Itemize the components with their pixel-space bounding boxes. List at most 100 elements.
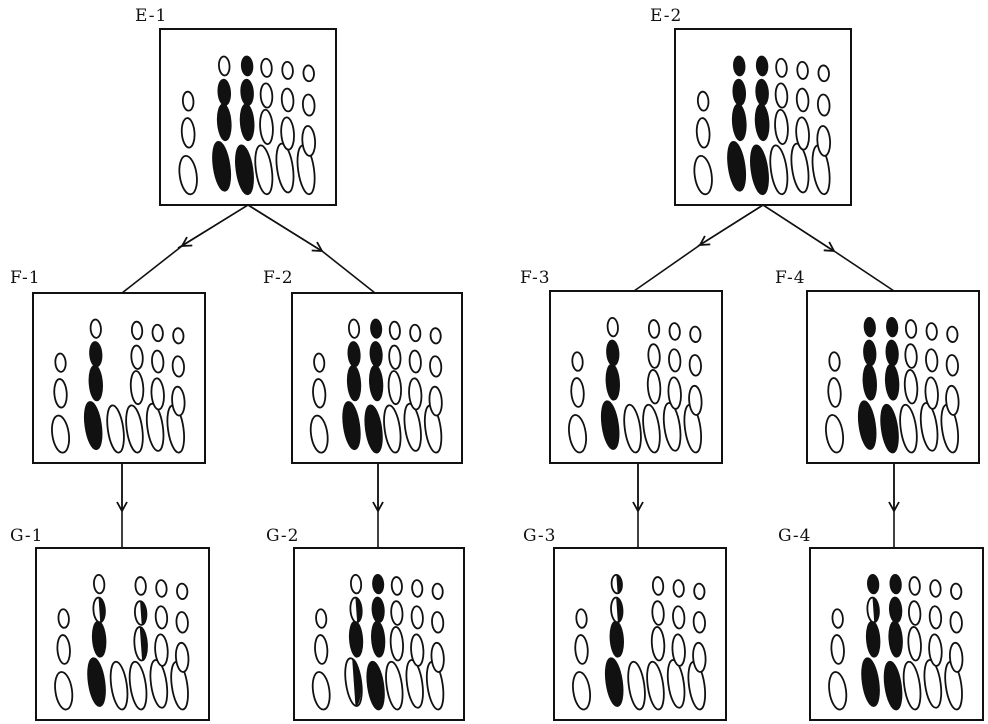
bone [388,320,401,341]
bone [946,325,959,343]
bone [180,117,196,149]
bone [57,608,70,629]
bone [350,573,363,595]
bone [827,377,842,408]
bone [604,657,624,707]
bone [572,671,592,711]
label-e-1: E-1 [135,6,168,26]
bone [429,355,443,378]
bone [155,579,168,598]
bone [366,660,385,711]
bone [880,403,899,454]
bone [174,641,190,673]
bone [347,341,361,368]
bone [405,659,424,709]
bone [389,626,404,662]
panel-g-4 [809,547,984,721]
bone [825,414,845,454]
bone [688,354,702,377]
bone [408,349,422,374]
bone [907,626,922,662]
bone [888,596,903,624]
bone [861,657,880,707]
bone [692,611,706,634]
bone [280,87,295,113]
bone [106,404,125,454]
bone [727,140,747,192]
bone [125,404,144,454]
bone [646,660,665,711]
bone [755,55,769,77]
bone [89,318,102,339]
bone [647,319,661,339]
bone [430,641,445,673]
bone [769,144,789,196]
panel-g-1 [35,547,210,721]
bone [575,608,588,629]
bone [570,377,585,408]
bone [218,55,231,77]
bone [883,660,903,711]
bone [388,344,402,370]
bone [150,377,165,411]
bone [364,404,383,454]
bone [816,93,831,117]
bone [311,671,331,711]
bone [240,55,254,77]
bone [817,64,830,83]
bone [342,401,361,451]
bone [240,78,254,106]
bone [950,582,963,600]
label-g-1: G-1 [10,526,44,546]
bone [689,325,702,343]
panel-f-2 [291,292,463,464]
bone [154,605,169,630]
bone [733,55,746,77]
bone [212,140,232,192]
bone [929,579,942,598]
arrow-e2-f3 [698,204,764,246]
bone [863,339,877,367]
bone [750,144,769,196]
label-g-3: G-3 [523,526,557,546]
bone [574,634,589,665]
bone [410,633,425,667]
bone [151,349,165,374]
bone [301,125,317,157]
bone [260,57,273,78]
bone [693,154,713,196]
bone [109,660,129,711]
bone [925,348,939,373]
bone [390,576,403,596]
bone [387,370,402,406]
bone [899,403,918,454]
bone [128,660,148,711]
bone [755,78,769,106]
bone [904,343,918,369]
bone [275,142,295,194]
bone [908,576,921,596]
bone [795,87,810,113]
connector-e2-f3-lower [633,244,701,292]
bone [672,579,685,598]
bone [651,600,665,626]
bone [54,671,74,711]
bone [408,377,423,411]
bone [642,403,661,454]
bone [390,600,404,626]
bone [371,596,385,624]
bone [606,316,619,338]
bone [945,384,960,416]
bone [948,641,964,673]
bone [650,626,666,662]
bone [181,90,195,112]
bone [774,82,789,109]
bone [178,154,198,196]
label-f-4: F-4 [775,268,806,288]
bone [790,142,810,194]
bone [828,671,848,711]
bone [774,108,789,146]
bone [369,341,383,368]
bone [313,352,326,373]
bone [93,573,106,595]
